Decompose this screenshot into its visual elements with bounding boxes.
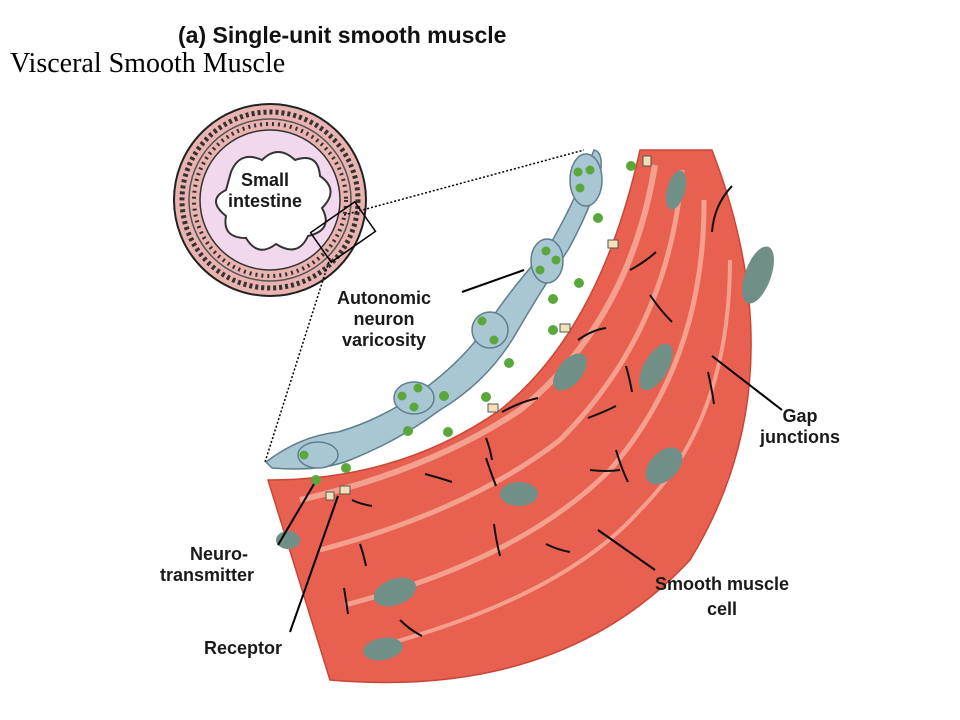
label-small-intestine-line1: Small [240,170,290,190]
intestine-cross-section [173,103,377,297]
label-autonomic-neuron-varicosity: Autonomic neuron varicosity [337,288,431,351]
label-small-intestine-line2: intestine [228,191,303,211]
label-smooth-muscle-cell: Smooth muscle cell [655,574,789,620]
autonomic-neuron [264,149,603,470]
projection-line-top [343,149,585,216]
label-gap-junctions: Gap junctions [760,406,840,448]
label-gap-line1: Gap [782,406,818,426]
signal-arrows [343,185,733,637]
label-neuro-line2: transmitter [160,565,255,585]
smooth-muscle-band [266,149,774,684]
label-receptor: Receptor [204,638,283,658]
label-autonomic-line3: varicosity [341,330,427,350]
label-gap-line2: junctions [760,427,840,447]
label-small-intestine: Small intestine [228,170,302,212]
leader-lines [277,269,783,633]
label-autonomic-line1: Autonomic [337,288,431,308]
figure-title: (a) Single-unit smooth muscle [178,22,507,48]
slide-title: Visceral Smooth Muscle [10,48,286,79]
receptors [325,155,652,501]
label-neuro-line1: Neuro- [190,544,248,564]
label-smc-line2: cell [707,599,738,619]
label-smc-line1: Smooth muscle [655,574,790,594]
label-autonomic-line2: neuron [353,309,415,329]
neurotransmitter-dots [299,161,636,485]
label-neurotransmitter: Neuro- transmitter [160,544,254,586]
